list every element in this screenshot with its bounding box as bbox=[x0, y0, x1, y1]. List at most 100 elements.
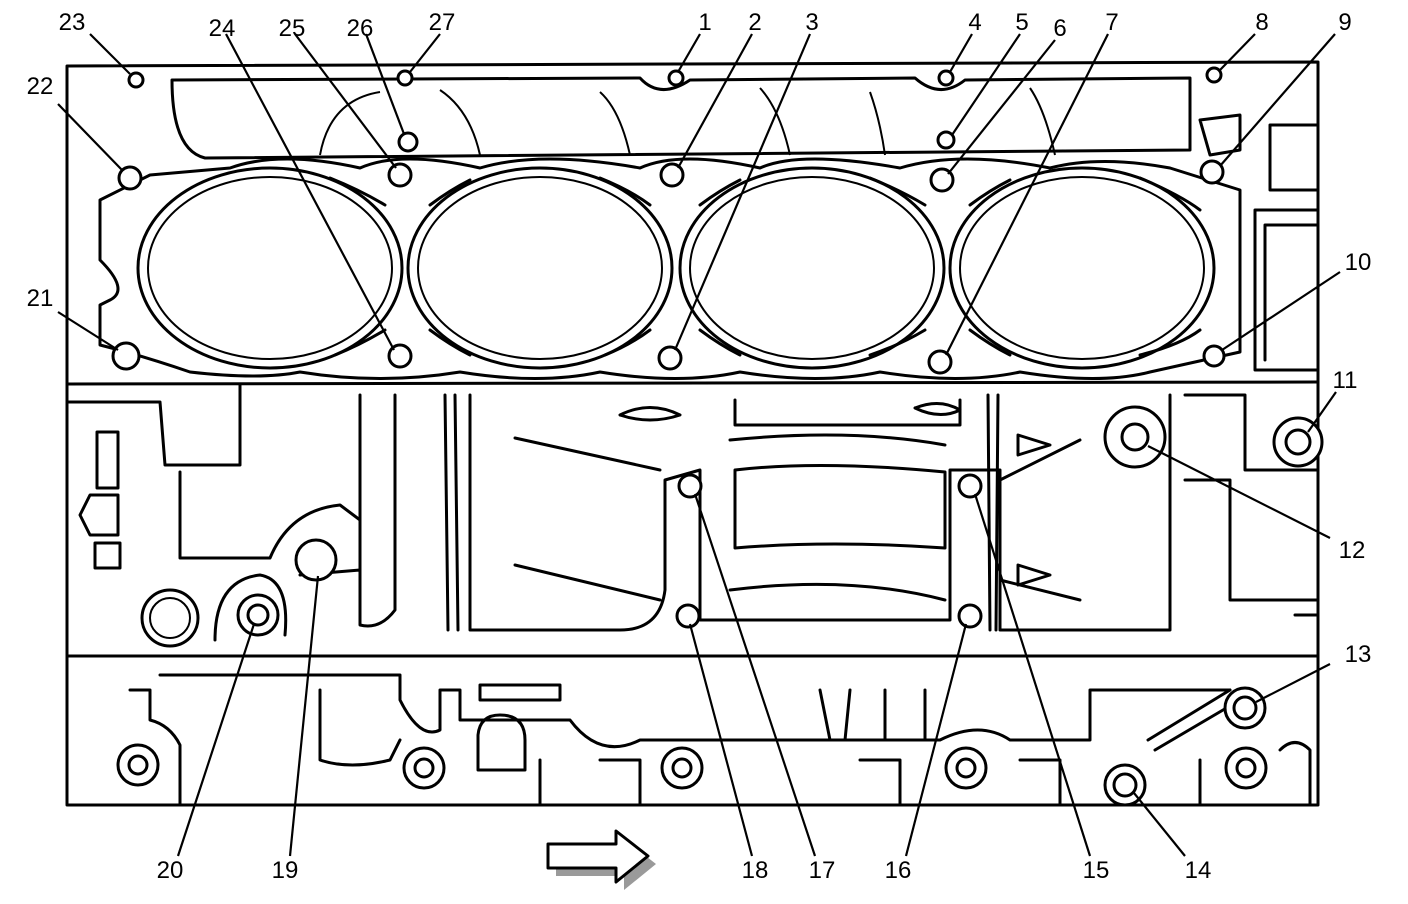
leader-17 bbox=[693, 493, 817, 857]
callout-11: 11 bbox=[1333, 367, 1358, 394]
leader-26 bbox=[364, 33, 406, 135]
bolt-hole-21 bbox=[111, 341, 141, 371]
bolt-hole-6 bbox=[929, 167, 955, 193]
callout-24: 24 bbox=[209, 15, 236, 42]
bolt-hole-15 bbox=[957, 473, 983, 499]
pan-rail-hole-d-inner bbox=[955, 757, 977, 779]
leader-20 bbox=[176, 623, 256, 857]
bolt-hole-2 bbox=[659, 162, 685, 188]
bolt-hole-7 bbox=[927, 349, 953, 375]
leader-13 bbox=[1255, 663, 1331, 703]
leader-24 bbox=[225, 33, 395, 351]
valley-center-cutout bbox=[728, 433, 947, 602]
callout-13: 13 bbox=[1345, 641, 1372, 668]
leader-16 bbox=[904, 623, 968, 857]
right-lower-detail bbox=[1198, 741, 1312, 807]
bolt-hole-20 bbox=[246, 603, 270, 627]
callout-27: 27 bbox=[429, 9, 456, 36]
gasket-outline bbox=[98, 157, 1242, 380]
callout-14: 14 bbox=[1185, 857, 1212, 884]
bolt-hole-5 bbox=[936, 130, 956, 150]
leader-15 bbox=[973, 493, 1092, 857]
leader-3 bbox=[673, 33, 812, 351]
cylinder-bore-3-outer bbox=[678, 166, 946, 370]
callout-5: 5 bbox=[1015, 9, 1028, 36]
leader-10 bbox=[1221, 271, 1341, 351]
callout-2: 2 bbox=[748, 9, 761, 36]
left-plug-outer bbox=[140, 588, 200, 648]
cylinder-bore-4-outer bbox=[948, 166, 1216, 370]
deck-casting-lines bbox=[319, 87, 1056, 156]
right-deck-details bbox=[1198, 113, 1320, 372]
leader-7 bbox=[945, 33, 1109, 356]
leader-5 bbox=[951, 33, 1021, 136]
callout-6: 6 bbox=[1053, 15, 1066, 42]
leader-8 bbox=[1219, 33, 1256, 71]
callout-21: 21 bbox=[27, 285, 54, 312]
bolt-hole-12 bbox=[1120, 422, 1150, 452]
deck-separation-line bbox=[65, 380, 1320, 386]
bolt-hole-10 bbox=[1202, 344, 1226, 368]
callout-8: 8 bbox=[1255, 9, 1268, 36]
block-outline bbox=[65, 60, 1320, 807]
valley-left-chamber bbox=[65, 383, 397, 628]
callout-10: 10 bbox=[1345, 249, 1372, 276]
leader-9 bbox=[1219, 33, 1336, 167]
cylinder-bore-2-inner bbox=[417, 176, 663, 360]
callout-labels: 1 2 3 4 5 6 7 8 9 10 11 12 13 14 15 16 1… bbox=[27, 9, 1372, 884]
cylinder-bore-3-inner bbox=[689, 176, 935, 360]
valley-left-small-parts bbox=[78, 430, 122, 570]
bolt-holes bbox=[111, 66, 1324, 807]
callout-4: 4 bbox=[968, 9, 981, 36]
callout-16: 16 bbox=[885, 857, 912, 884]
callout-22: 22 bbox=[27, 73, 54, 100]
callout-26: 26 bbox=[347, 15, 374, 42]
bolt-hole-8 bbox=[1205, 66, 1223, 84]
callout-19: 19 bbox=[272, 857, 299, 884]
leader-21 bbox=[57, 311, 119, 351]
callout-20: 20 bbox=[157, 857, 184, 884]
callout-15: 15 bbox=[1083, 857, 1110, 884]
bolt-hole-4 bbox=[937, 69, 955, 87]
bolt-hole-26 bbox=[397, 131, 419, 153]
callout-12: 12 bbox=[1339, 537, 1366, 564]
coolant-slots bbox=[328, 176, 1202, 357]
callout-1: 1 bbox=[698, 9, 711, 36]
callout-17: 17 bbox=[809, 857, 836, 884]
bolt-hole-22 bbox=[117, 165, 143, 191]
leader-23 bbox=[89, 33, 131, 75]
bolt-hole-18 bbox=[675, 603, 701, 629]
leader-25 bbox=[294, 33, 397, 169]
valley-triangles bbox=[1016, 433, 1052, 587]
bolt-hole-13 bbox=[1232, 695, 1258, 721]
callout-18: 18 bbox=[742, 857, 769, 884]
pan-rail-hole-b-inner bbox=[413, 757, 435, 779]
leader-27 bbox=[409, 33, 441, 73]
callout-3: 3 bbox=[805, 9, 818, 36]
callout-25: 25 bbox=[279, 15, 306, 42]
leader-11 bbox=[1307, 391, 1337, 433]
leader-1 bbox=[677, 33, 701, 73]
leader-19 bbox=[288, 575, 320, 857]
bolt-hole-16 bbox=[957, 603, 983, 629]
cylinder-bore-4-inner bbox=[959, 176, 1205, 360]
deck-rim bbox=[170, 76, 1192, 160]
bolt-hole-24 bbox=[387, 343, 413, 369]
pan-rail-cap-left bbox=[476, 713, 527, 772]
bolt-hole-25 bbox=[387, 162, 413, 188]
bolt-hole-23 bbox=[127, 71, 145, 89]
bolt-hole-1 bbox=[667, 69, 685, 87]
pan-rail-hole-a-inner bbox=[127, 754, 149, 776]
leader-12 bbox=[1147, 445, 1331, 539]
bolt-hole-14 bbox=[1112, 772, 1138, 798]
cylinder-bore-1-inner bbox=[147, 176, 393, 360]
leader-14 bbox=[1133, 792, 1186, 857]
leader-4 bbox=[949, 33, 973, 73]
cylinder-bore-2-outer bbox=[406, 166, 674, 370]
bolt-hole-11 bbox=[1284, 428, 1312, 456]
valley-vertical-rods bbox=[443, 393, 1000, 632]
bolt-hole-19 bbox=[294, 538, 338, 582]
lifter-valley-web bbox=[468, 393, 1172, 632]
